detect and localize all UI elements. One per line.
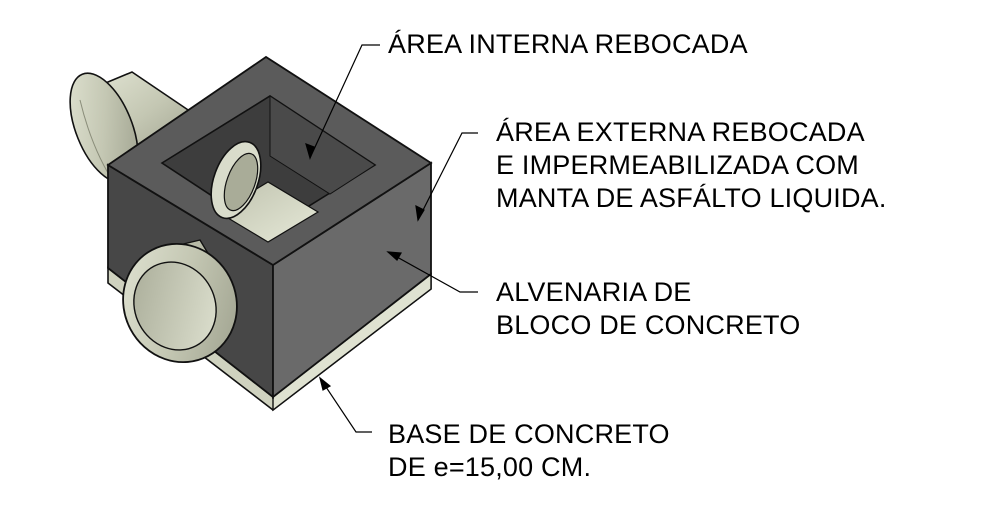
leader-masonry: [386, 251, 478, 293]
label-concrete-base: BASE DE CONCRETO DE e=15,00 CM.: [388, 418, 670, 484]
label-line: ÁREA EXTERNA REBOCADA: [496, 117, 865, 147]
label-line: E IMPERMEABILIZADA COM: [496, 150, 859, 180]
leader-internal: [305, 44, 380, 160]
front-pipe: [122, 239, 238, 364]
label-line: BASE DE CONCRETO: [388, 419, 670, 449]
label-line: DE e=15,00 CM.: [388, 452, 592, 482]
label-line: BLOCO DE CONCRETO: [496, 310, 801, 340]
label-line: MANTA DE ASFÁLTO LIQUIDA.: [496, 183, 887, 213]
label-masonry: ALVENARIA DE BLOCO DE CONCRETO: [496, 276, 800, 342]
label-internal-area: ÁREA INTERNA REBOCADA: [388, 28, 748, 61]
leader-external: [415, 132, 478, 222]
label-line: ÁREA INTERNA REBOCADA: [388, 29, 748, 59]
label-external-area: ÁREA EXTERNA REBOCADA E IMPERMEABILIZADA…: [496, 116, 887, 215]
label-line: ALVENARIA DE: [496, 277, 692, 307]
leader-base: [318, 376, 372, 433]
masonry-block: [106, 55, 433, 399]
